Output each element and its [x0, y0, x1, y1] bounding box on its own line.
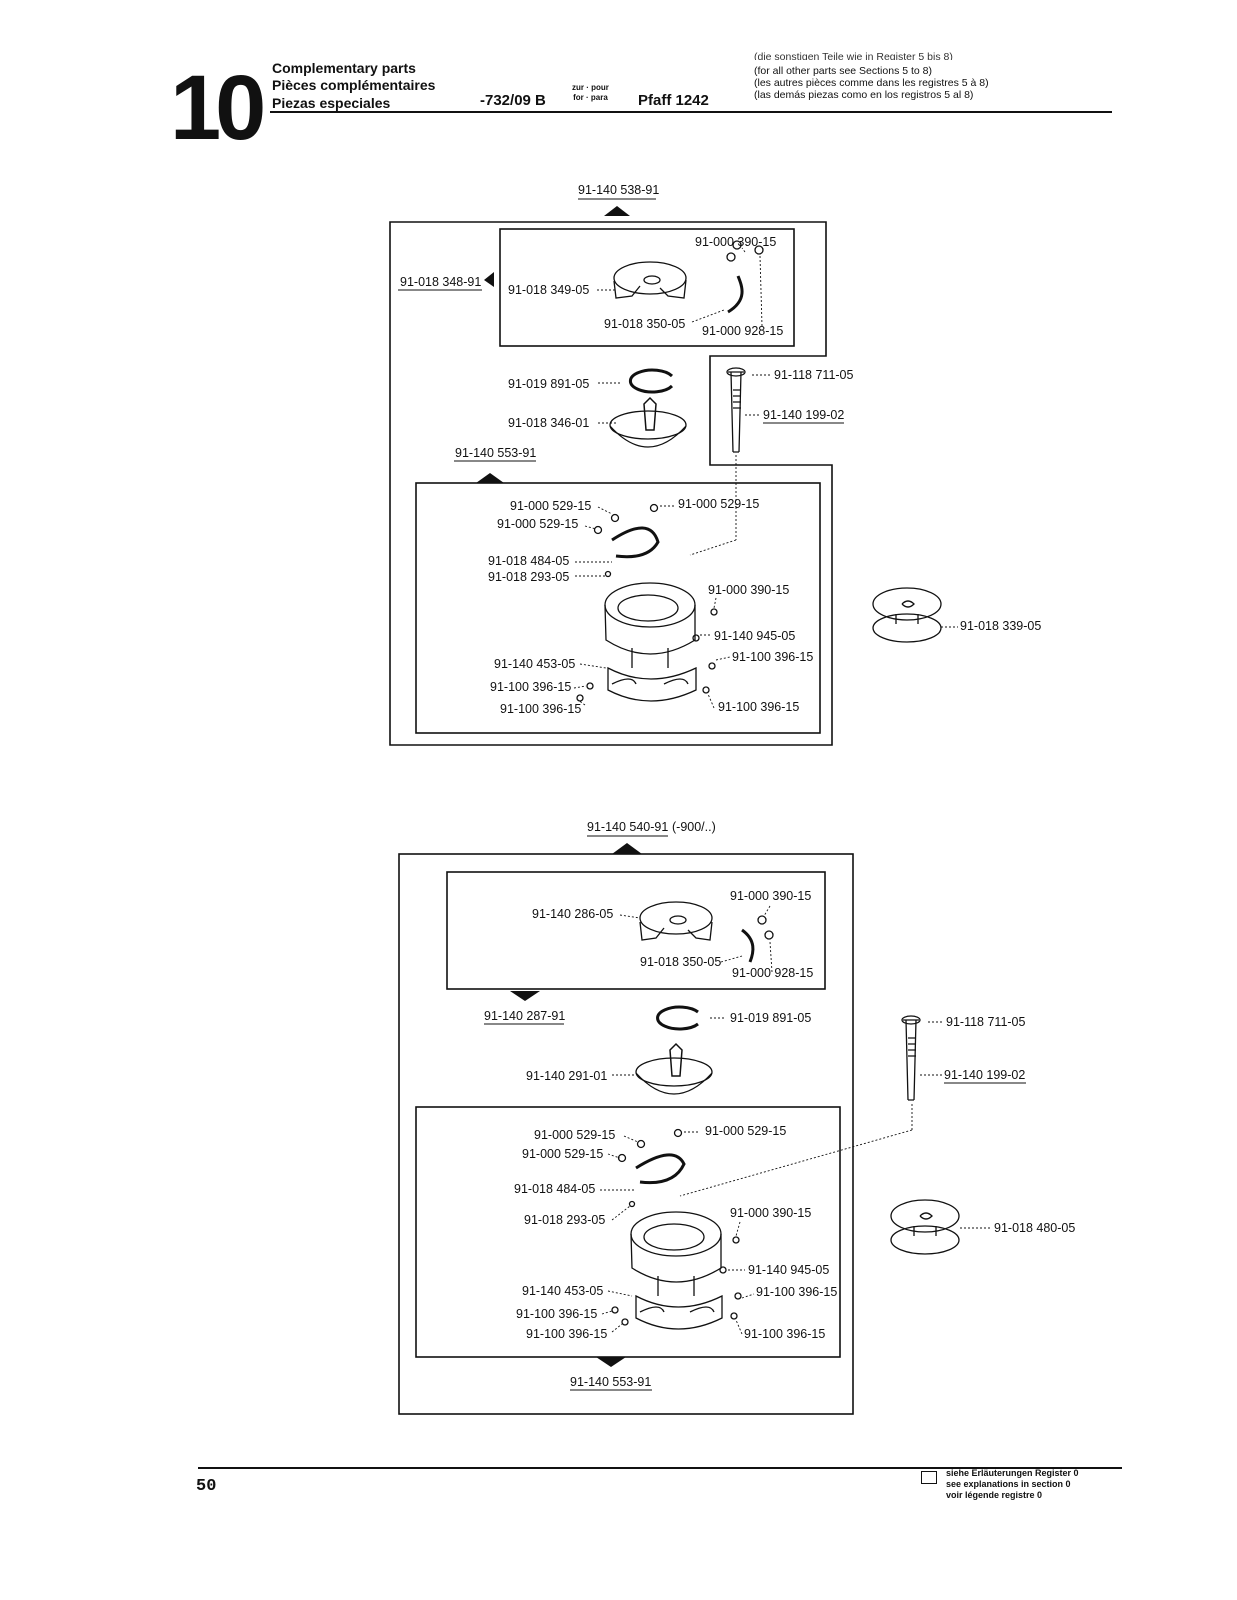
c-ring-drawing — [656, 1005, 699, 1031]
part-label: 91-140 453-05 — [522, 1284, 603, 1298]
part-label: 91-000 529-15 — [522, 1147, 603, 1161]
part-label: 91-018 484-05 — [514, 1182, 595, 1196]
part-label: 91-140 291-01 — [526, 1069, 607, 1083]
diagram2-cap-down-arrow-icon — [510, 991, 540, 1001]
diagram2-top-arrow-icon — [612, 843, 642, 854]
part-label: 91-018 350-05 — [604, 317, 685, 331]
diagram1-hook-frame — [415, 482, 821, 734]
assembly-number: 91-140 540-91 — [587, 820, 668, 834]
diagram1-cap-frame — [499, 228, 795, 347]
part-label: 91-000 529-15 — [510, 499, 591, 513]
part-label: 91-018 346-01 — [508, 416, 589, 430]
part-label: 91-000 529-15 — [534, 1128, 615, 1142]
note-french: (les autres pièces comme dans les regist… — [754, 77, 989, 89]
subassembly-number: 91-140 553-91 — [455, 446, 536, 460]
part-label: 91-000 529-15 — [678, 497, 759, 511]
latch-spring-drawing — [727, 275, 744, 314]
subassembly-number: 91-018 348-91 — [400, 275, 481, 289]
diagram1-outer-frame — [389, 221, 833, 746]
c-ring-drawing — [628, 368, 674, 394]
part-label: 91-000 390-15 — [695, 235, 776, 249]
bobbin-cap-drawing — [613, 261, 687, 295]
part-label: 91-000 390-15 — [730, 1206, 811, 1220]
part-label: 91-018 339-05 — [960, 619, 1041, 633]
title-english: Complementary parts — [272, 60, 416, 76]
diagram2-hook-down-arrow-icon — [596, 1357, 626, 1367]
subassembly-number: 91-140 287-91 — [484, 1009, 565, 1023]
part-label: 91-140 945-05 — [714, 629, 795, 643]
part-label: 91-018 293-05 — [488, 570, 569, 584]
part-label: 91-118 711-05 — [946, 1015, 1026, 1029]
assembly-suffix: (-900/..) — [672, 820, 716, 834]
legend-german: siehe Erläuterungen Register 0 — [946, 1468, 1079, 1478]
part-label: 91-140 453-05 — [494, 657, 575, 671]
part-label: 91-000 529-15 — [705, 1124, 786, 1138]
for-para-text: for · para — [573, 93, 608, 102]
gib-drawing — [611, 526, 660, 559]
bobbin-case-drawing — [635, 1057, 713, 1087]
part-label: 91-100 396-15 — [516, 1307, 597, 1321]
diagram2-hook-frame — [415, 1106, 841, 1358]
title-french: Pièces complémentaires — [272, 77, 436, 93]
model-codes: -732/09 B — [480, 92, 546, 109]
part-label: 91-140 199-02 — [944, 1068, 1025, 1082]
part-label: 91-000 390-15 — [730, 889, 811, 903]
part-label: 91-100 396-15 — [500, 702, 581, 716]
part-label: 91-018 349-05 — [508, 283, 589, 297]
part-label: 91-000 928-15 — [702, 324, 783, 338]
screw-icon — [732, 240, 742, 250]
machine-model: Pfaff 1242 — [638, 92, 709, 109]
part-label: 91-140 199-02 — [763, 408, 844, 422]
part-label: 91-100 396-15 — [718, 700, 799, 714]
part-label: 91-100 396-15 — [732, 650, 813, 664]
zur-pour-label: zur · pour for · para — [572, 83, 609, 103]
zur-pour-text: zur · pour — [572, 83, 609, 92]
part-label: 91-100 396-15 — [490, 680, 571, 694]
legend-french: voir légende registre 0 — [946, 1490, 1043, 1500]
part-label: 91-140 286-05 — [532, 907, 613, 921]
part-label: 91-100 396-15 — [526, 1327, 607, 1341]
section-number: 10 — [170, 57, 266, 159]
part-label: 91-018 293-05 — [524, 1213, 605, 1227]
part-label: 91-100 396-15 — [744, 1327, 825, 1341]
screw-icon — [754, 245, 764, 255]
bobbin-case-drawing — [609, 410, 687, 440]
hook-guard-drawing — [635, 1294, 723, 1330]
diagram1-top-arrow-icon — [604, 206, 630, 216]
guide-pin-drawing — [728, 371, 744, 453]
footer-rule — [198, 1467, 1122, 1469]
part-label: 91-019 891-05 — [508, 377, 589, 391]
page-number: 50 — [196, 1477, 217, 1496]
part-label: 91-018 480-05 — [994, 1221, 1075, 1235]
diagram1-left-arrow-icon — [484, 272, 494, 287]
part-label: 91-100 396-15 — [756, 1285, 837, 1299]
part-label: 91-118 711-05 — [774, 368, 854, 382]
diagram1-hook-arrow-icon — [476, 473, 504, 483]
hook-guard-drawing — [607, 666, 697, 702]
note-german-cut: (die sonstigen Teile wie in Register 5 b… — [754, 52, 953, 60]
legend-box-icon — [921, 1471, 937, 1484]
subassembly-number: 91-140 553-91 — [570, 1375, 651, 1389]
note-english: (for all other parts see Sections 5 to 8… — [754, 65, 933, 77]
part-label: 91-140 945-05 — [748, 1263, 829, 1277]
part-label: 91-000 390-15 — [708, 583, 789, 597]
bobbin-drawing — [872, 587, 942, 621]
note-spanish: (las demás piezas como en los registros … — [754, 89, 974, 101]
screw-icon — [726, 252, 736, 262]
legend-english: see explanations in section 0 — [946, 1479, 1071, 1489]
bobbin-drawing — [890, 1199, 960, 1233]
part-label: 91-018 484-05 — [488, 554, 569, 568]
guide-pin-drawing — [903, 1019, 919, 1101]
assembly-number: 91-140 538-91 — [578, 183, 659, 197]
diagram2-cap-frame — [446, 871, 826, 990]
part-label: 91-000 529-15 — [497, 517, 578, 531]
header-rule — [270, 111, 1112, 113]
part-label: 91-018 350-05 — [640, 955, 721, 969]
part-label: 91-000 928-15 — [732, 966, 813, 980]
title-spanish: Piezas especiales — [272, 95, 391, 111]
bobbin-cap-drawing — [639, 901, 713, 935]
part-label: 91-019 891-05 — [730, 1011, 811, 1025]
